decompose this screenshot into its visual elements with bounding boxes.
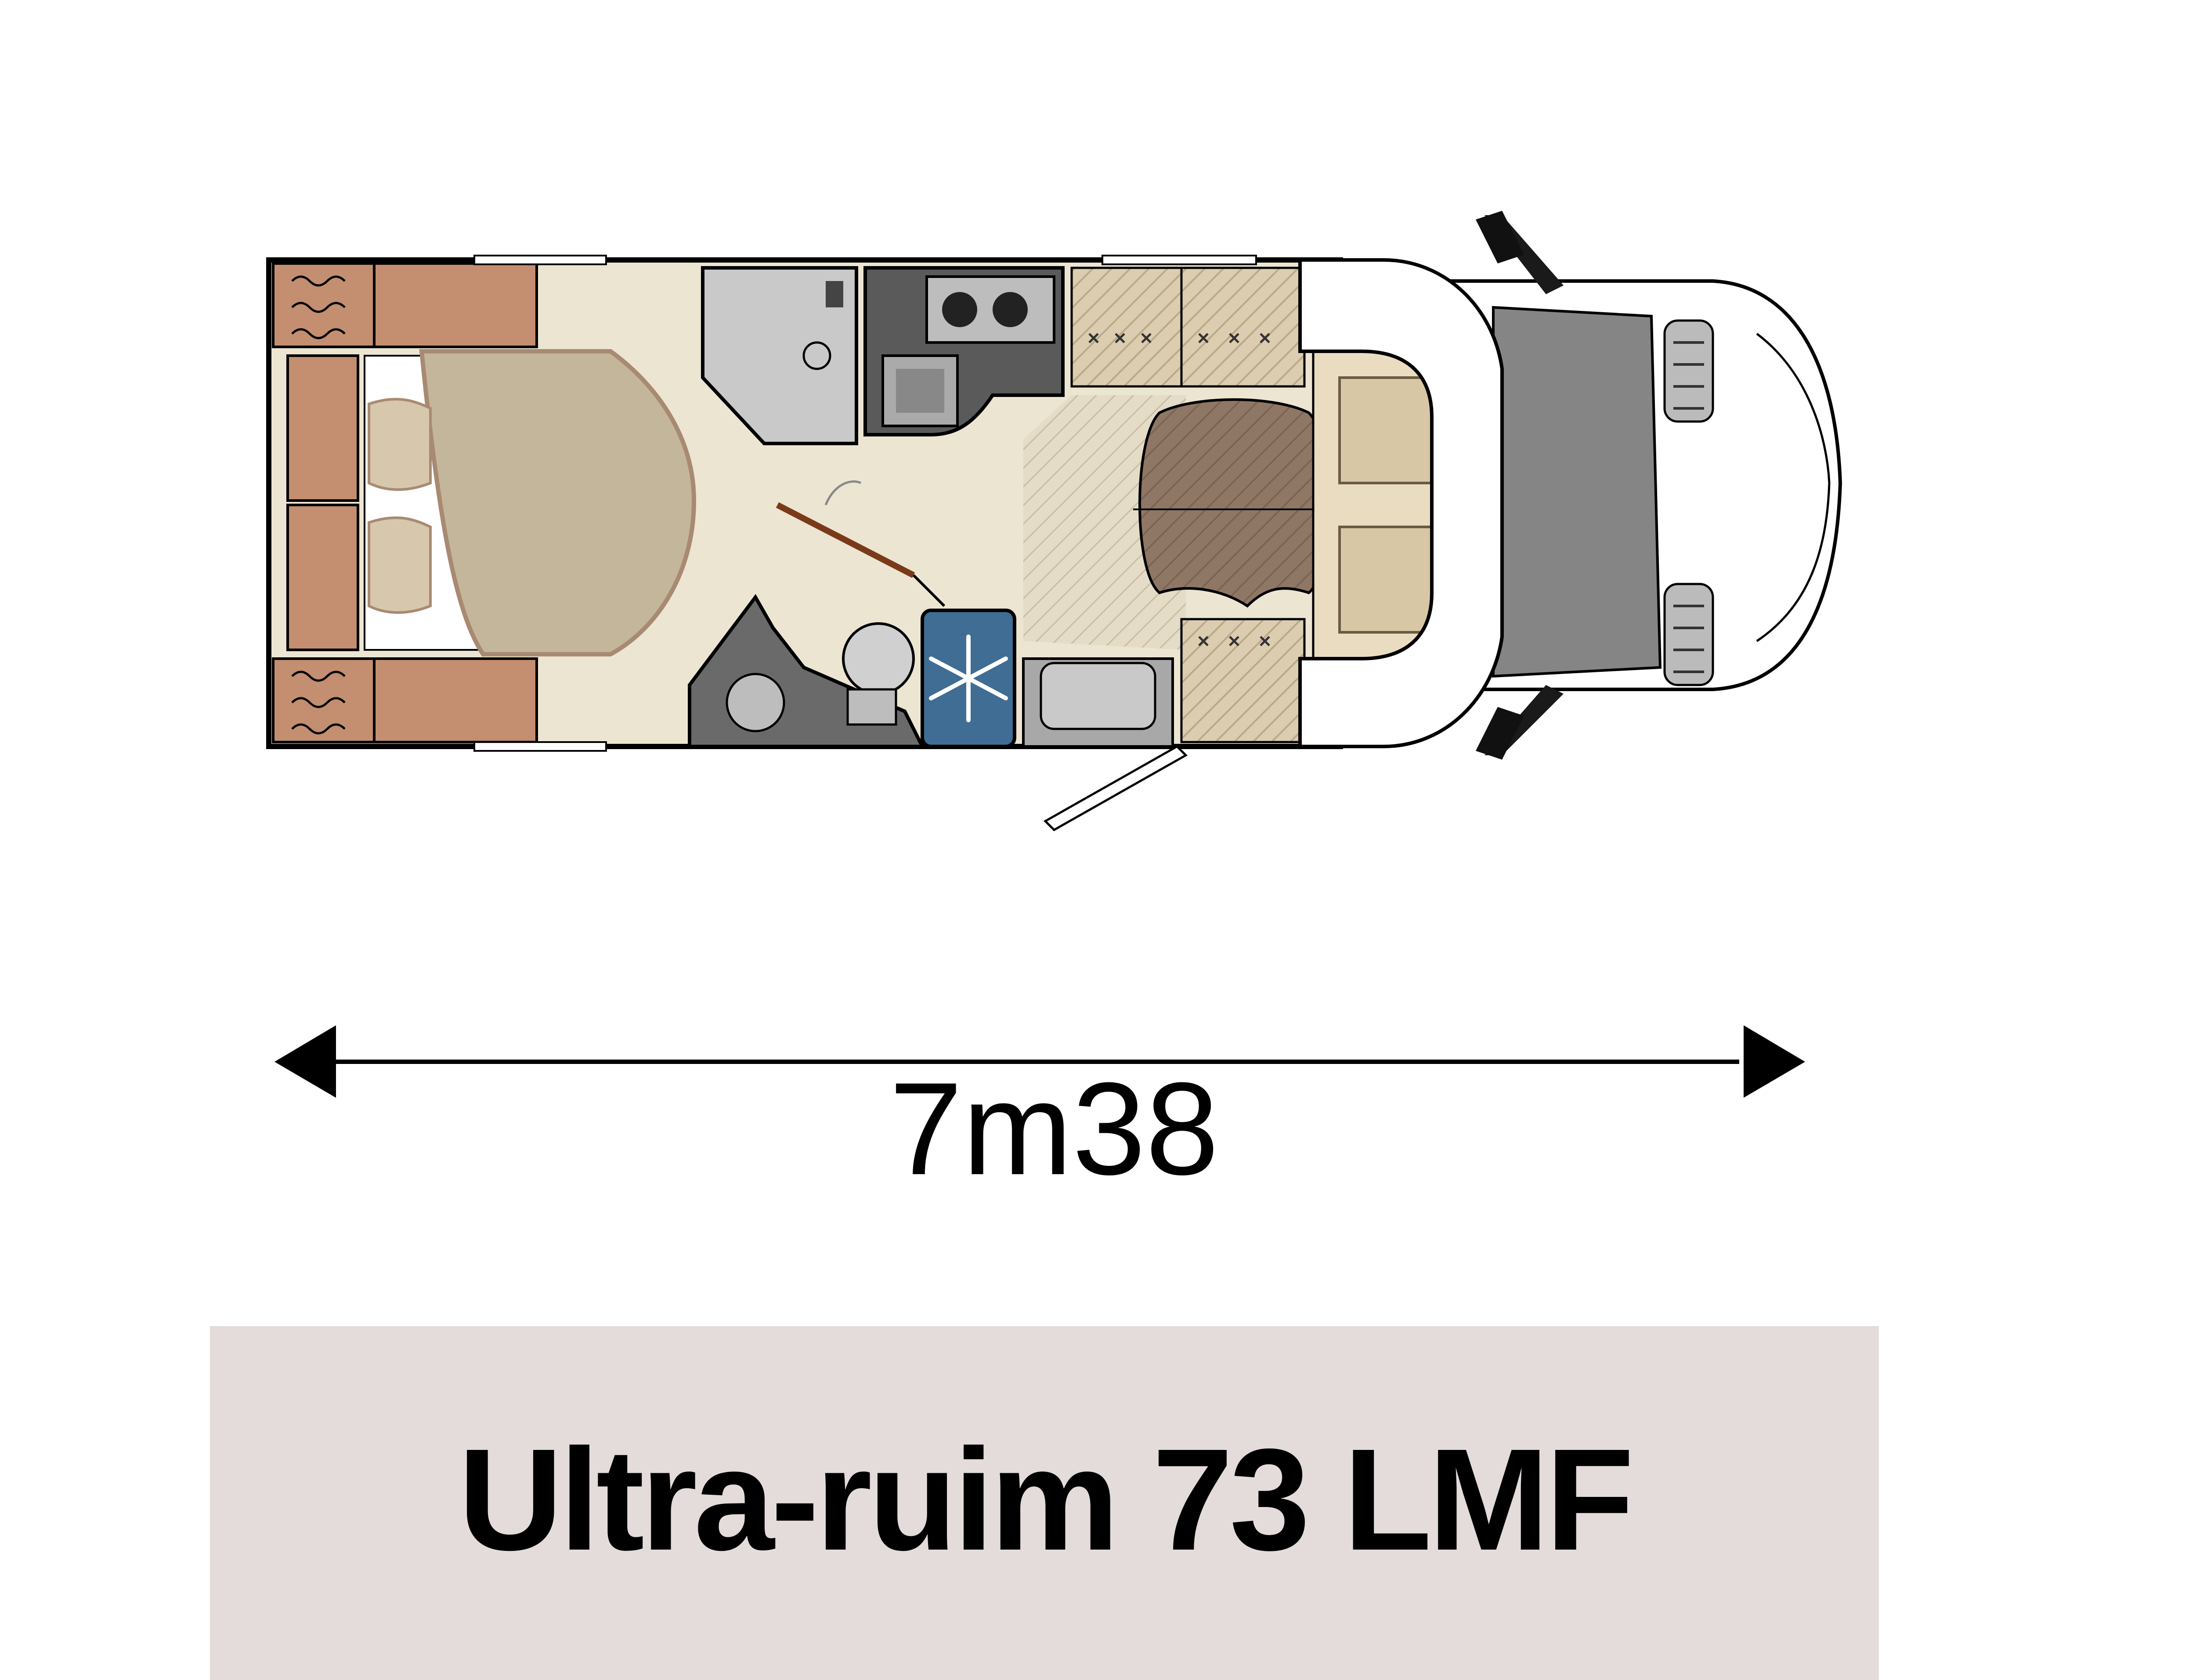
vehicle-cab — [1448, 211, 1842, 760]
windshield — [1492, 306, 1662, 678]
shower-room — [701, 266, 858, 445]
arrow-left-icon — [274, 1025, 336, 1098]
toilet-icon — [842, 622, 915, 695]
washroom — [688, 594, 925, 748]
snowflake-icon — [929, 635, 1008, 722]
driver-seat — [1338, 376, 1438, 484]
seat-icon — [1088, 333, 1270, 646]
entry-door — [1043, 745, 1188, 832]
double-bed — [364, 349, 697, 656]
basin-icon — [726, 673, 785, 732]
side-mirror-bottom — [1476, 685, 1564, 760]
length-label: 7m38 — [889, 1055, 1219, 1202]
vent-grille-bottom — [1663, 583, 1714, 686]
length-dimension-arrow — [274, 1025, 1805, 1098]
pillow-icon — [368, 398, 432, 614]
passenger-seat — [1338, 526, 1438, 634]
shower-drain-icon — [802, 341, 831, 370]
rear-storage — [272, 262, 538, 743]
arrow-right-icon — [1744, 1025, 1805, 1098]
entry-step — [1022, 657, 1174, 748]
fridge — [921, 609, 1016, 748]
spring-icon — [291, 275, 346, 735]
windows — [473, 255, 1257, 752]
kitchen-counter — [863, 266, 1065, 436]
dinette-table — [1133, 398, 1335, 608]
washroom-door — [776, 480, 946, 607]
shower-head — [826, 281, 843, 307]
dinette-benches — [1070, 267, 1306, 743]
side-mirror-top — [1476, 211, 1564, 294]
model-name: Ultra-ruim 73 LMF — [458, 1418, 1634, 1580]
title-band: Ultra-ruim 73 LMF — [210, 1326, 1879, 1680]
vent-grille-top — [1663, 319, 1714, 423]
cab-partition — [1298, 258, 1504, 748]
